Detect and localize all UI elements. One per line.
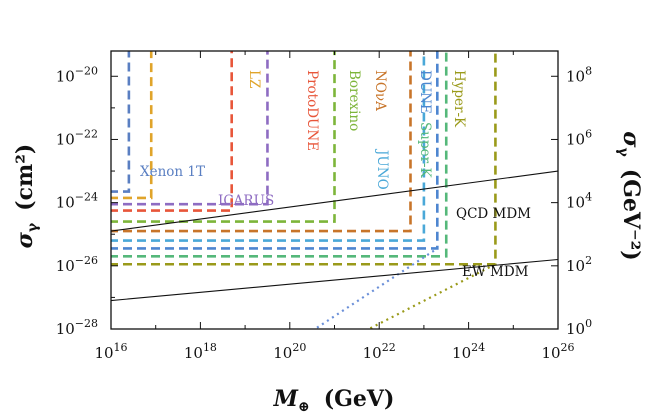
series-boundary-lz <box>111 51 153 200</box>
y-tick-exponent: −26 <box>75 254 98 267</box>
series-boundary-no-a <box>111 51 412 233</box>
series-extension-hyper-k <box>366 263 496 329</box>
series-line-qcd-mdm <box>111 170 558 232</box>
series-label-lz: LZ <box>246 70 262 88</box>
y2-axis-subscript: γ <box>615 148 631 158</box>
y2-tick-exponent: 0 <box>585 317 592 330</box>
y2-tick-exponent: 6 <box>585 127 592 140</box>
y-axis-subscript: γ <box>25 222 41 232</box>
series-label-ew-mdm: EW MDM <box>462 264 529 280</box>
y-tick-exponent: −20 <box>75 64 98 77</box>
series-label-borexino: Borexino <box>346 70 362 131</box>
y2-tick-exponent: 8 <box>585 64 592 77</box>
series-boundary-icarus <box>111 51 269 206</box>
x-tick-exponent: 22 <box>382 341 396 354</box>
x-axis-symbol: M <box>273 386 299 412</box>
x-tick-exponent: 18 <box>203 341 217 354</box>
series-boundary-dune <box>111 51 439 250</box>
series-boundary-super-k <box>111 51 448 258</box>
y-axis-symbol: σ <box>12 231 38 248</box>
x-tick-exponent: 26 <box>561 341 575 354</box>
plot-area <box>111 51 558 329</box>
series-boundary-xenon-1t <box>111 51 131 193</box>
series-line-ew-mdm <box>111 258 558 302</box>
series-boundary-hyper-k <box>111 51 497 266</box>
y2-tick-exponent: 4 <box>585 191 592 204</box>
series-label-no-a: NOνA <box>372 70 388 111</box>
series-boundary-protodune <box>111 51 233 212</box>
y2-tick-exponent: 2 <box>585 254 592 267</box>
series-label-super-k: Super-K <box>417 122 433 179</box>
x-axis-label: M⊕ (GeV) <box>273 386 395 415</box>
series-label-dune: DUNE <box>417 70 433 114</box>
series-label-protodune: ProtoDUNE <box>304 70 320 151</box>
series-extension-dune <box>313 247 438 329</box>
y-axis-label: σγ (cm²) <box>12 144 41 249</box>
series-label-icarus: ICARUS <box>218 193 274 209</box>
y-axis-unit: (cm²) <box>12 144 38 211</box>
x-axis-subscript: ⊕ <box>298 399 310 415</box>
y-tick-exponent: −24 <box>75 191 98 204</box>
y2-axis-unit: (GeV⁻²) <box>618 169 644 261</box>
series-boundary-juno <box>111 51 426 242</box>
series-label-hyper-k: Hyper-K <box>451 70 467 128</box>
x-tick-exponent: 20 <box>292 341 306 354</box>
series-label-qcd-mdm: QCD MDM <box>456 206 531 222</box>
series-label-juno: JUNO <box>374 148 390 190</box>
x-axis-unit: (GeV) <box>324 386 395 412</box>
y-tick-exponent: −22 <box>75 127 98 140</box>
x-tick-exponent: 16 <box>114 341 128 354</box>
series-label-xenon-1t: Xenon 1T <box>140 164 205 180</box>
y2-axis-label: σγ (GeV⁻²) <box>615 131 644 260</box>
y2-axis-symbol: σ <box>618 131 644 148</box>
x-tick-exponent: 24 <box>471 341 485 354</box>
y-tick-exponent: −28 <box>75 317 98 330</box>
